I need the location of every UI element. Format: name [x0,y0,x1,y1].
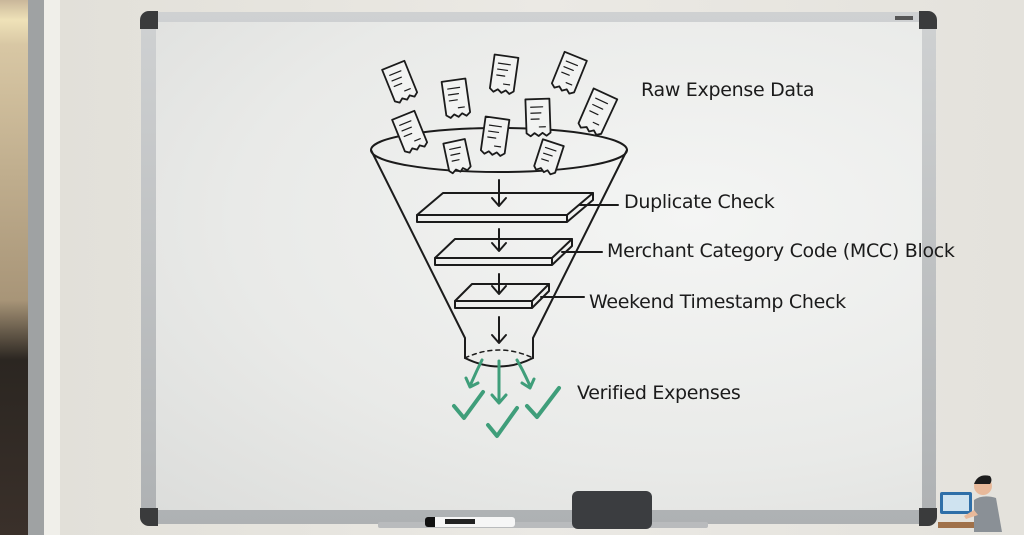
filter-plate-2 [434,238,603,266]
frame-corner [140,508,158,526]
receipt-icons [381,50,619,176]
funnel-right-side [532,149,628,359]
marker-tray [378,522,708,528]
output-arrows [464,358,536,405]
input-label: Raw Expense Data [641,79,815,101]
funnel-left-side [370,149,466,359]
stage-label-duplicate-check: Duplicate Check [624,191,775,213]
stage-label-mcc-block: Merchant Category Code (MCC) Block [607,240,955,262]
flow-arrows [491,179,507,344]
check-icons [452,386,561,438]
eraser [572,491,652,529]
output-label: Verified Expenses [577,382,741,404]
frame-corner [140,11,158,29]
filter-plate-1 [416,192,619,223]
frame-corner [919,11,937,29]
door-frame-edge [44,0,60,535]
frame-corner [919,508,937,526]
person-at-computer-icon [938,475,1002,532]
brand-plate [895,16,913,20]
stage-label-weekend-check: Weekend Timestamp Check [589,291,846,313]
door-frame [28,0,46,535]
filter-plate-3 [454,283,585,309]
marker-label [445,519,475,524]
